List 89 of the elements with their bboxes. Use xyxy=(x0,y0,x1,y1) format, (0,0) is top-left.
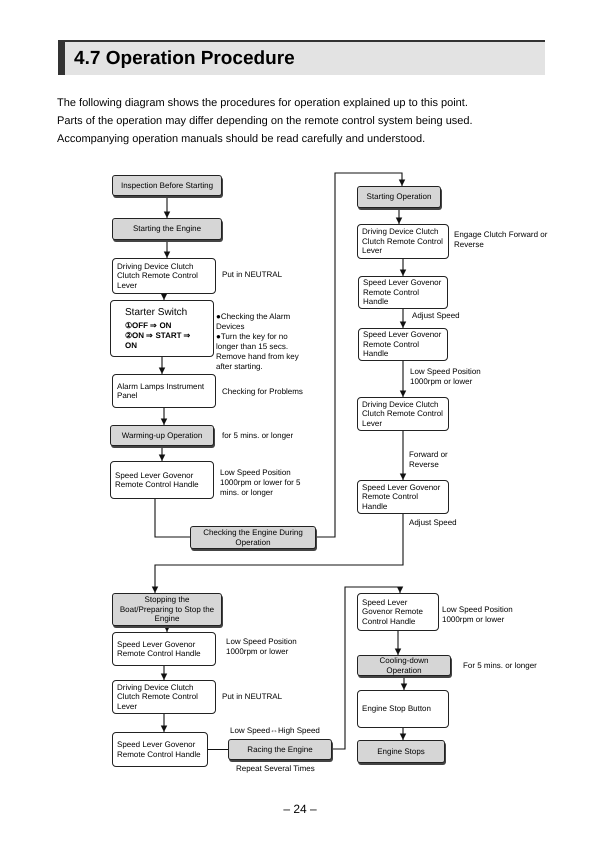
operation-box xyxy=(357,655,451,676)
component-box xyxy=(357,593,439,631)
step-label: Speed Lever Govenor Remote Control Handle xyxy=(362,598,424,626)
arrow xyxy=(400,309,406,328)
step-note: For 5 mins. or longer xyxy=(463,661,538,671)
operation-box xyxy=(357,740,445,763)
arrow xyxy=(400,676,408,690)
page-number: – 24 – xyxy=(282,802,318,816)
arrow xyxy=(160,666,168,680)
arrow xyxy=(394,631,402,655)
component-box xyxy=(357,690,449,728)
step-label: Inspection Before Starting xyxy=(120,180,214,190)
step-label: Speed Lever Govenor Remote Control Handle xyxy=(117,740,202,759)
component-box xyxy=(357,397,449,431)
intro-text: Parts of the operation may differ depending on the remote control system being used. xyxy=(57,114,473,128)
operation-box xyxy=(190,526,316,549)
step-label: ①OFF ⇒ ON xyxy=(124,321,172,331)
step-label: Starting Operation xyxy=(366,192,432,202)
arrow xyxy=(160,293,168,300)
component-box xyxy=(357,480,449,514)
step-label: Speed Lever Govenor Remote Control Handle xyxy=(117,640,202,658)
arrow xyxy=(158,357,166,374)
step-note: ●Turn the key for no longer than 15 secs. Remove hand from key after starting. xyxy=(216,332,300,372)
step-label: Cooling-down Operation xyxy=(378,656,430,675)
step-label: Driving Device Clutch Clutch Remote Control Lever xyxy=(117,682,199,712)
step-label: Driving Device Clutch Clutch Remote Control Lever xyxy=(362,400,444,428)
operation-box xyxy=(357,186,441,208)
operation-box xyxy=(112,593,222,626)
step-note: Low Speed Position 1000rpm or lower xyxy=(442,605,514,625)
component-box xyxy=(110,300,214,357)
step-note: Low Speed⇔High Speed xyxy=(230,726,321,736)
intro-text: Accompanying operation manuals should be read carefully and understood. xyxy=(57,132,426,146)
step-label: Engine Stop Button xyxy=(362,704,431,714)
arrow xyxy=(164,625,170,632)
step-note: Low Speed Position 1000rpm or lower for 5 mins. or longer xyxy=(220,468,302,498)
step-label: Warming-up Operation xyxy=(122,430,202,440)
step-label: Engine Stops xyxy=(377,746,425,756)
arrow xyxy=(400,361,406,397)
edge-label: Adjust Speed xyxy=(408,518,458,528)
step-label: Speed Lever Govenor Remote Control Handle xyxy=(362,482,442,512)
component-box xyxy=(110,461,214,499)
intro-text: The following diagram shows the procedures for operation explained up to this point. xyxy=(57,96,468,110)
component-box xyxy=(112,732,208,767)
arrow xyxy=(160,408,168,425)
step-label: ②ON ⇒ START ⇒ ON xyxy=(124,331,192,351)
step-label: Speed Lever Govenor Remote Control Handle xyxy=(363,330,442,359)
step-label: Speed Lever Govenor Remote Control Handle xyxy=(115,470,200,490)
step-label: Racing the Engine xyxy=(247,744,313,754)
component-box xyxy=(112,258,216,294)
component-box xyxy=(357,224,449,259)
step-note: ●Checking the Alarm Devices xyxy=(216,312,292,332)
edge-label: Adjust Speed xyxy=(411,311,461,321)
operation-box xyxy=(112,175,222,196)
step-note: Checking for Problems xyxy=(222,387,304,397)
arrow xyxy=(332,586,404,750)
step-note: for 5 mins. or longer xyxy=(222,431,294,441)
step-note: Engage Clutch Forward or Reverse xyxy=(454,230,548,250)
arrow xyxy=(164,240,170,258)
page-title: 4.7 Operation Procedure xyxy=(74,47,295,71)
arrow xyxy=(152,514,404,593)
operation-box xyxy=(110,425,214,446)
step-label: Driving Device Clutch Clutch Remote Control Lever xyxy=(362,227,444,256)
operation-box xyxy=(228,739,332,760)
step-note: Repeat Several Times xyxy=(236,764,316,774)
step-label: Speed Lever Govenor Remote Control Handle xyxy=(363,278,442,307)
component-box xyxy=(112,374,216,408)
arrow xyxy=(154,499,190,538)
step-label: Driving Device Clutch Clutch Remote Control Lever xyxy=(117,262,199,290)
step-label: Starter Switch xyxy=(124,306,188,319)
operation-box xyxy=(112,218,222,240)
arrow xyxy=(164,196,170,218)
step-label: Checking the Engine During Operation xyxy=(202,528,304,547)
arrow xyxy=(400,728,406,740)
step-note: Low Speed Position 1000rpm or lower xyxy=(226,637,298,657)
arrow xyxy=(316,172,406,538)
component-box xyxy=(112,632,216,666)
arrow xyxy=(400,431,406,480)
arrow xyxy=(396,208,402,224)
step-note: Put in NEUTRAL xyxy=(222,692,284,702)
arrow xyxy=(400,259,406,276)
arrow xyxy=(160,714,168,732)
component-box xyxy=(112,680,216,714)
arrow xyxy=(158,446,166,461)
step-label: Stopping the Boat/Preparing to Stop the Engine xyxy=(118,595,216,624)
step-label: Starting the Engine xyxy=(132,224,202,234)
step-label: Alarm Lamps Instrument Panel xyxy=(117,382,206,400)
step-note: Put in NEUTRAL xyxy=(222,270,284,280)
component-box xyxy=(358,328,448,361)
component-box xyxy=(358,276,448,309)
